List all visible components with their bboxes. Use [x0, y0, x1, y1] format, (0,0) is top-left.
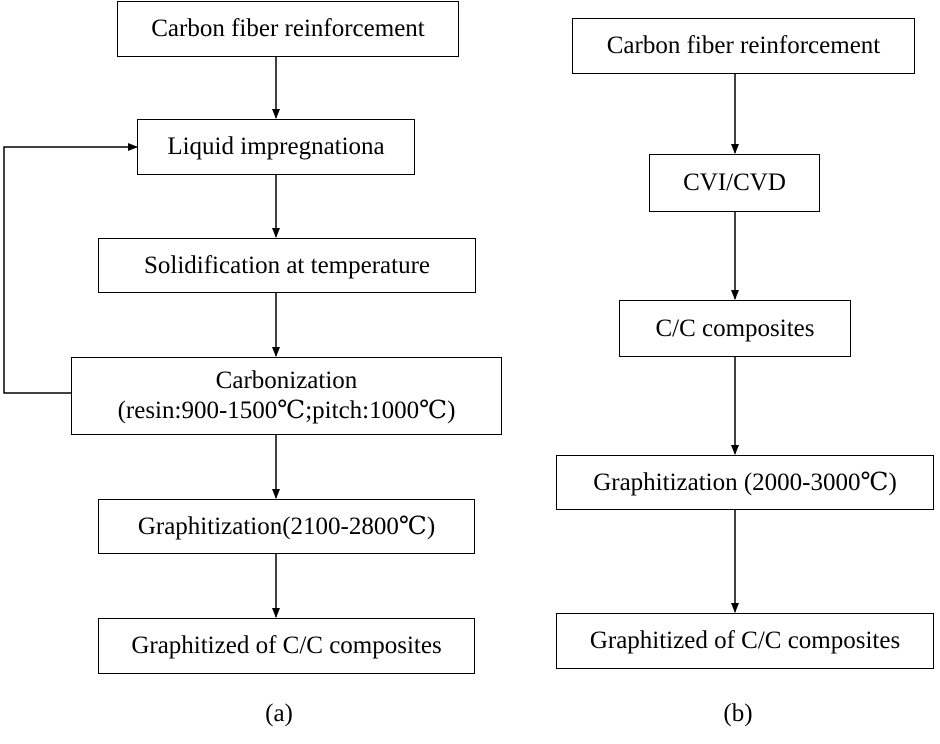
b-cvi-cvd-box: CVI/CVD: [649, 154, 820, 212]
caption-a: (a): [265, 700, 293, 727]
a-liquid-impregnation-label: Liquid impregnationa: [167, 133, 385, 160]
a-solidification-label: Solidification at temperature: [143, 251, 430, 279]
b-graphitized-box: Graphitized of C/C composites: [556, 613, 934, 669]
a-graphitized-label: Graphitized of C/C composites: [131, 632, 442, 659]
arrow-a-loop-back: [3, 143, 138, 394]
a-liquid-impregnation-box: Liquid impregnationa: [137, 119, 415, 175]
caption-b: (b): [723, 700, 753, 727]
a-graphitized-box: Graphitized of C/C composites: [98, 618, 475, 674]
b-graphitization-box: Graphitization (2000-3000℃): [556, 455, 934, 510]
b-graphitized-label: Graphitized of C/C composites: [589, 627, 901, 654]
b-cc-composites-label: C/C composites: [655, 314, 815, 342]
a-carbon-fiber-box: Carbon fiber reinforcement: [117, 1, 459, 57]
b-graphitization-label: Graphitization (2000-3000℃): [593, 468, 897, 496]
a-graphitization-box: Graphitization(2100-2800℃): [98, 499, 475, 554]
b-carbon-fiber-box: Carbon fiber reinforcement: [572, 18, 915, 74]
b-cc-composites-box: C/C composites: [619, 300, 851, 357]
a-carbonization-box: Carbonization (resin:900-1500℃;pitch:100…: [71, 357, 502, 435]
a-carbonization-detail: (resin:900-1500℃;pitch:1000℃): [117, 397, 456, 424]
a-carbonization-title: Carbonization: [215, 367, 358, 394]
b-cvi-cvd-label: CVI/CVD: [683, 169, 786, 196]
a-graphitization-label: Graphitization(2100-2800℃): [137, 512, 436, 540]
a-solidification-box: Solidification at temperature: [98, 238, 476, 293]
b-carbon-fiber-label: Carbon fiber reinforcement: [606, 32, 881, 59]
a-carbon-fiber-label: Carbon fiber reinforcement: [151, 15, 425, 42]
